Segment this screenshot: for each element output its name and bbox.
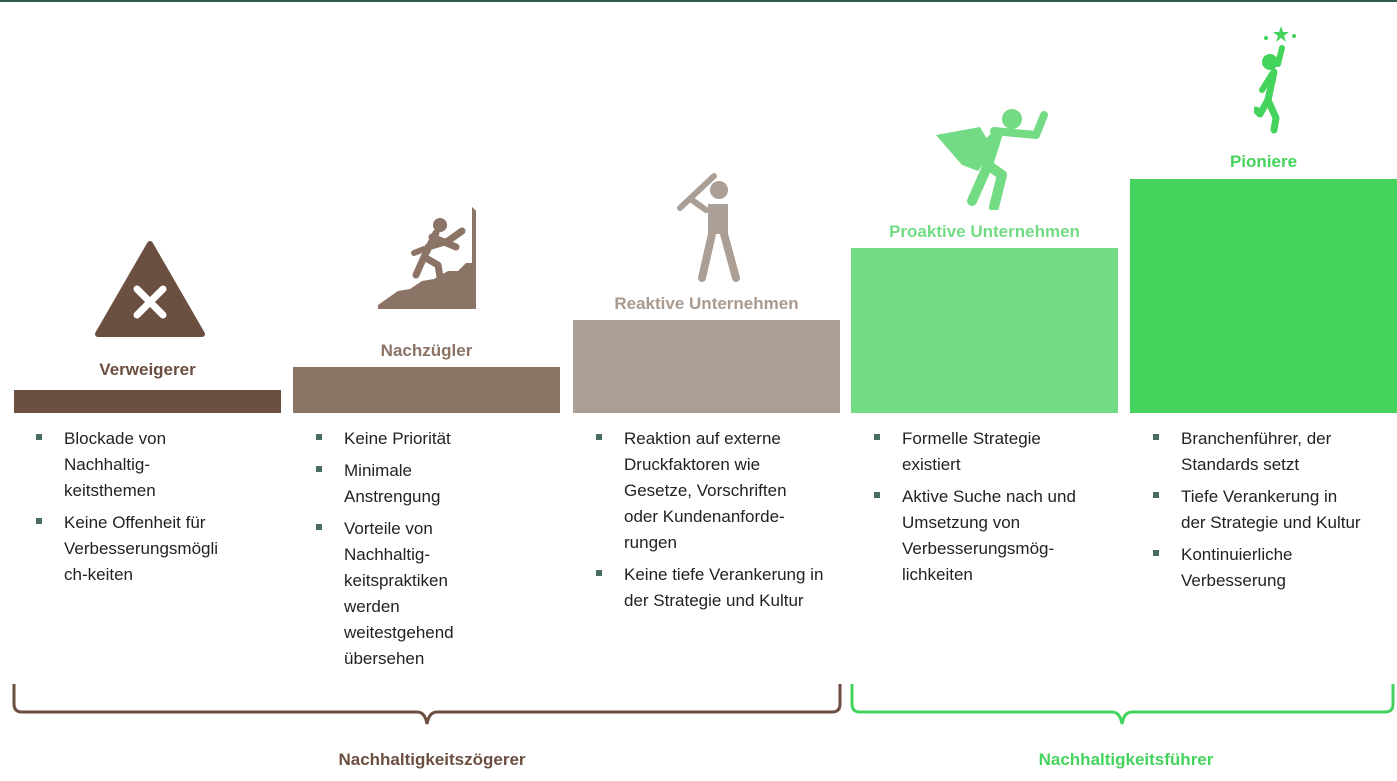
list-item: Keine Offenheit für Verbesserungsmögli c… [34, 510, 224, 588]
stage-bullets-pioniere: Branchenführer, der Standards setzt Tief… [1151, 426, 1381, 600]
list-item: Reaktion auf externe Druckfaktoren wie G… [594, 426, 814, 556]
stage-bullets-nachzuegler: Keine Priorität Minimale Anstrengung Vor… [314, 426, 514, 678]
stage-title-reaktive: Reaktive Unternehmen [614, 294, 799, 313]
stage-bullets-verweigerer: Blockade von Nachhaltig-keitsthemen Kein… [34, 426, 224, 594]
list-item: Formelle Strategie existiert [872, 426, 1072, 478]
stage-bar-nachzuegler [293, 367, 560, 413]
stage-bar-verweigerer [14, 390, 281, 413]
top-rule [0, 0, 1397, 2]
stage-title-nachzuegler: Nachzügler [380, 341, 473, 360]
list-item: Tiefe Verankerung in der Strategie und K… [1151, 484, 1361, 536]
stage-title-pioniere: Pioniere [1229, 152, 1298, 171]
stage-title-proaktive: Proaktive Unternehmen [889, 222, 1080, 241]
group-label-zoegerer: Nachhaltigkeitszögerer [338, 750, 526, 769]
list-item: Branchenführer, der Standards setzt [1151, 426, 1381, 478]
list-item: Keine tiefe Verankerung in der Strategie… [594, 562, 824, 614]
bracket-fuehrer [850, 682, 1397, 728]
list-item: Minimale Anstrengung [314, 458, 464, 510]
bracket-zoegerer [12, 682, 842, 728]
batter-icon [674, 170, 744, 282]
group-label-fuehrer: Nachhaltigkeitsführer [1038, 750, 1214, 769]
stage-bullets-proaktive: Formelle Strategie existiert Aktive Such… [872, 426, 1076, 594]
list-item: Blockade von Nachhaltig-keitsthemen [34, 426, 224, 504]
stage-bar-reaktive [573, 320, 840, 413]
stage-bullets-reaktive: Reaktion auf externe Druckfaktoren wie G… [594, 426, 824, 620]
warning-x-icon [94, 240, 206, 338]
stage-bar-proaktive [851, 248, 1118, 413]
list-item: Kontinuierliche Verbesserung [1151, 542, 1331, 594]
stage-bar-pioniere [1130, 179, 1397, 413]
list-item: Aktive Suche nach und Umsetzung von Verb… [872, 484, 1077, 588]
superhero-icon [932, 105, 1050, 212]
stage-title-verweigerer: Verweigerer [99, 360, 196, 379]
climber-icon [376, 205, 486, 315]
list-item: Keine Priorität [314, 426, 514, 452]
list-item: Vorteile von Nachhaltig-keitspraktiken w… [314, 516, 504, 672]
star-reach-icon [1252, 24, 1298, 134]
